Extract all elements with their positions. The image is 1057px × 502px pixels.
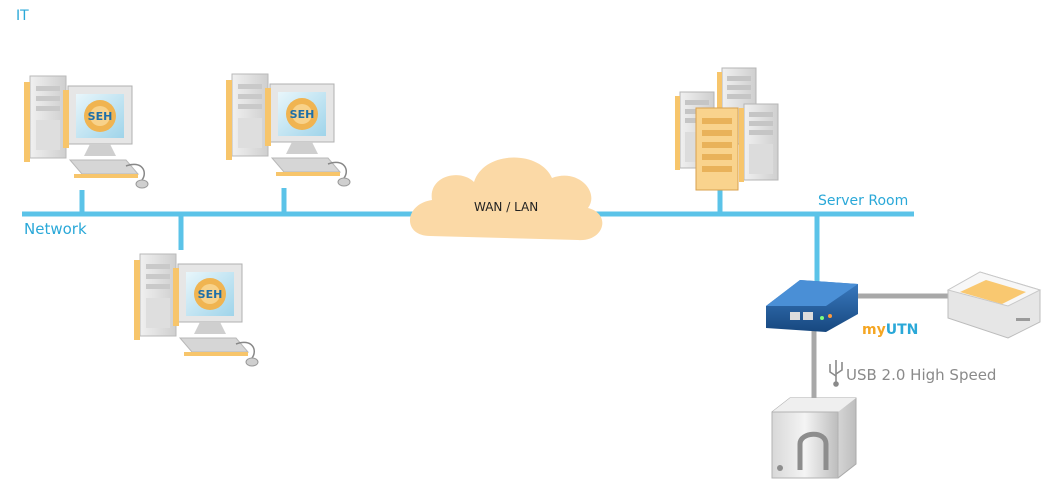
scanner-icon xyxy=(946,271,1042,339)
server-cluster-icon xyxy=(674,67,779,191)
myutn-hub-icon xyxy=(766,280,858,332)
product-label: myUTN xyxy=(862,322,918,338)
cloud-label: WAN / LAN xyxy=(474,200,539,214)
desktop-computer-icon xyxy=(225,73,351,187)
network-label: Network xyxy=(24,220,87,238)
diagram-title: IT xyxy=(16,8,29,24)
usb-icon xyxy=(829,360,843,387)
product-label-prefix: my xyxy=(862,322,886,338)
desktop-computer-icon xyxy=(133,253,259,367)
cloud-icon xyxy=(409,157,603,241)
usb-label: USB 2.0 High Speed xyxy=(846,366,997,384)
external-drive-icon xyxy=(771,397,857,479)
desktop-computer-icon xyxy=(23,75,149,189)
server-room-label: Server Room xyxy=(818,193,909,209)
product-label-suffix: UTN xyxy=(885,322,919,338)
